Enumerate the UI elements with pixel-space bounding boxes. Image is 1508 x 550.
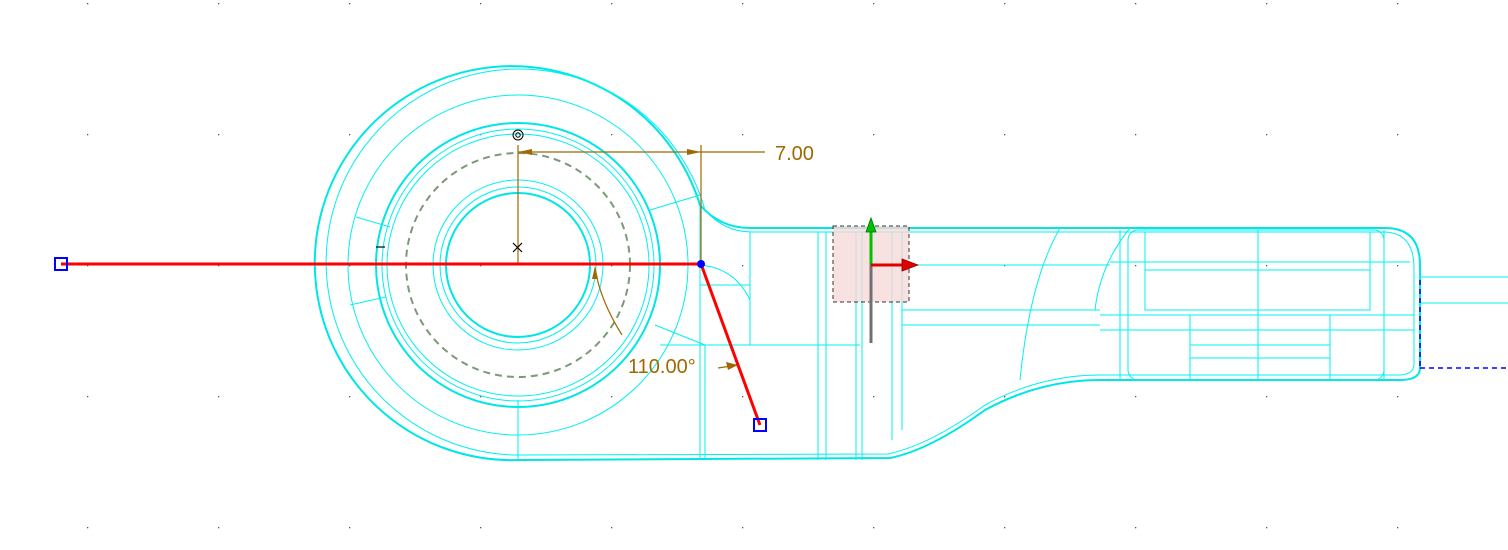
shank-arc-1 xyxy=(1019,227,1061,381)
grid-dot xyxy=(742,527,744,529)
grid-dot xyxy=(1266,396,1268,398)
angle-arrow-bottom xyxy=(726,362,738,370)
grid-dot xyxy=(742,134,744,136)
grid-dot xyxy=(480,527,482,529)
concentric-circle-icon[interactable] xyxy=(512,129,524,141)
grid-dot xyxy=(87,134,89,136)
grid-dot xyxy=(1397,396,1399,398)
grid-dot xyxy=(873,396,875,398)
angle-arrow-top xyxy=(592,266,598,279)
grid-dot xyxy=(1397,134,1399,136)
grid-dot xyxy=(1135,134,1137,136)
sketch-vertex[interactable] xyxy=(697,260,705,268)
grid-dot xyxy=(1004,396,1006,398)
grid-dot xyxy=(611,134,613,136)
grid-dot xyxy=(742,396,744,398)
grid-dot xyxy=(87,527,89,529)
grid-dot xyxy=(1135,396,1137,398)
grid-dot xyxy=(480,265,482,267)
grid-dot xyxy=(873,527,875,529)
grid-dot xyxy=(218,3,220,5)
eye-outer-contour xyxy=(313,65,1421,462)
grid-dot xyxy=(1266,134,1268,136)
grid-dot xyxy=(349,3,351,5)
grid-dot xyxy=(611,396,613,398)
dim-arrow-right xyxy=(687,149,701,155)
dim-arrow-left xyxy=(518,149,532,155)
distance-dimension[interactable]: 7.00 xyxy=(517,143,814,265)
eye-line-d xyxy=(649,194,701,211)
background-grid xyxy=(87,3,1399,529)
grid-dot xyxy=(611,3,613,5)
grid-dot xyxy=(218,134,220,136)
grid-dot xyxy=(611,527,613,529)
distance-value[interactable]: 7.00 xyxy=(775,143,814,165)
grid-dot xyxy=(218,396,220,398)
grid-dot xyxy=(87,3,89,5)
angle-value[interactable]: 110.00° xyxy=(628,356,696,378)
grid-dot xyxy=(1135,3,1137,5)
eye-line-e xyxy=(654,324,706,346)
shank-arc-2 xyxy=(1094,227,1131,311)
grid-dot xyxy=(218,527,220,529)
triad-x-arrow[interactable] xyxy=(901,258,920,272)
eye-line-a xyxy=(355,216,391,228)
grid-dot xyxy=(1397,527,1399,529)
square-handle-icon[interactable] xyxy=(753,418,767,432)
grid-dot xyxy=(1135,527,1137,529)
grid-dot xyxy=(480,396,482,398)
eye-line-b xyxy=(349,296,387,306)
grid-dot xyxy=(1266,265,1268,267)
eye-outer-contour-2 xyxy=(325,68,1415,456)
grid-dot xyxy=(480,3,482,5)
grid-dot xyxy=(742,3,744,5)
cross-icon xyxy=(512,242,523,253)
grid-dot xyxy=(742,265,744,267)
grid-dot xyxy=(349,265,351,267)
triad-y-arrow[interactable] xyxy=(865,216,877,233)
grid-dot xyxy=(349,134,351,136)
grid-dot xyxy=(1004,134,1006,136)
grid-dot xyxy=(349,527,351,529)
grid-dot xyxy=(1397,265,1399,267)
grid-dot xyxy=(218,265,220,267)
grid-dot xyxy=(873,3,875,5)
grid-dot xyxy=(1397,3,1399,5)
grid-dot xyxy=(1135,265,1137,267)
grid-dot xyxy=(87,396,89,398)
move-triad-icon[interactable] xyxy=(832,216,920,343)
angle-dimension[interactable]: 110.00° xyxy=(592,266,739,378)
grid-dot xyxy=(1004,3,1006,5)
grid-dot xyxy=(1266,527,1268,529)
grid-dot xyxy=(873,134,875,136)
grid-dot xyxy=(1004,527,1006,529)
grid-dot xyxy=(1004,265,1006,267)
grid-dot xyxy=(1266,3,1268,5)
grid-dot xyxy=(611,265,613,267)
grid-dot xyxy=(87,265,89,267)
section-arc xyxy=(699,264,751,301)
square-handle-icon[interactable] xyxy=(54,257,68,271)
angle-arc xyxy=(594,267,623,336)
sketch-line-angled[interactable] xyxy=(699,263,762,426)
grid-dot xyxy=(349,396,351,398)
